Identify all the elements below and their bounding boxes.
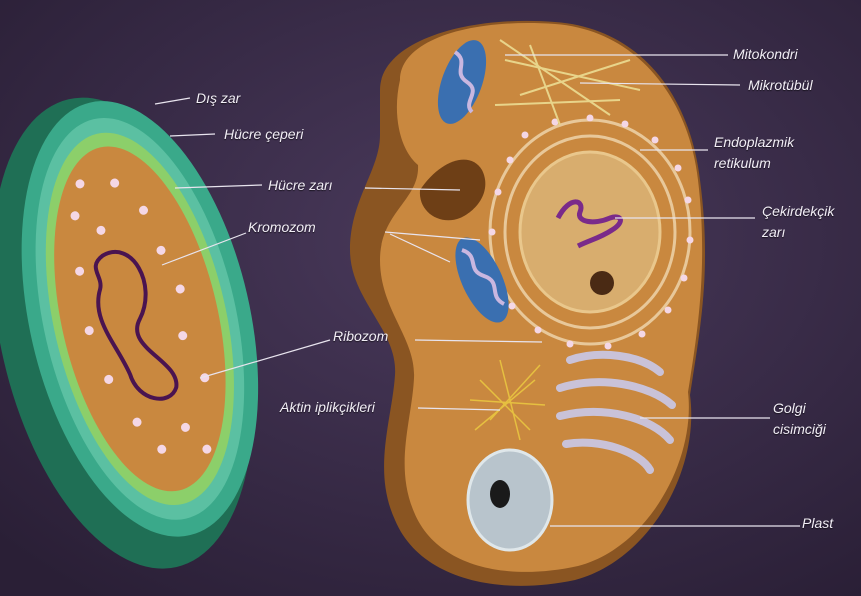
plastid-starch xyxy=(490,480,510,508)
label-plast: Plast xyxy=(802,515,833,532)
plastid xyxy=(468,450,552,550)
label-dis-zar: Dış zar xyxy=(196,90,240,107)
label-cisimcigi: cisimciği xyxy=(773,421,826,438)
label-kromozom: Kromozom xyxy=(248,219,316,236)
label-cekirdekcik: Çekirdekçik xyxy=(762,203,834,220)
label-hucre-zari: Hücre zarı xyxy=(268,177,333,194)
label-ribozom: Ribozom xyxy=(333,328,388,345)
label-endoplazmik: Endoplazmik xyxy=(714,134,794,151)
label-zari: zarı xyxy=(762,224,785,241)
eukaryotic-cell xyxy=(350,21,705,586)
label-mitokondri: Mitokondri xyxy=(733,46,798,63)
label-golgi: Golgi xyxy=(773,400,806,417)
label-retikulum: retikulum xyxy=(714,155,771,172)
nucleolus xyxy=(590,271,614,295)
label-aktin-iplikcikleri: Aktin iplikçikleri xyxy=(280,399,375,416)
label-mikrotubul: Mikrotübül xyxy=(748,77,813,94)
label-hucre-ceperi: Hücre çeperi xyxy=(224,126,303,143)
nucleus xyxy=(520,152,660,312)
